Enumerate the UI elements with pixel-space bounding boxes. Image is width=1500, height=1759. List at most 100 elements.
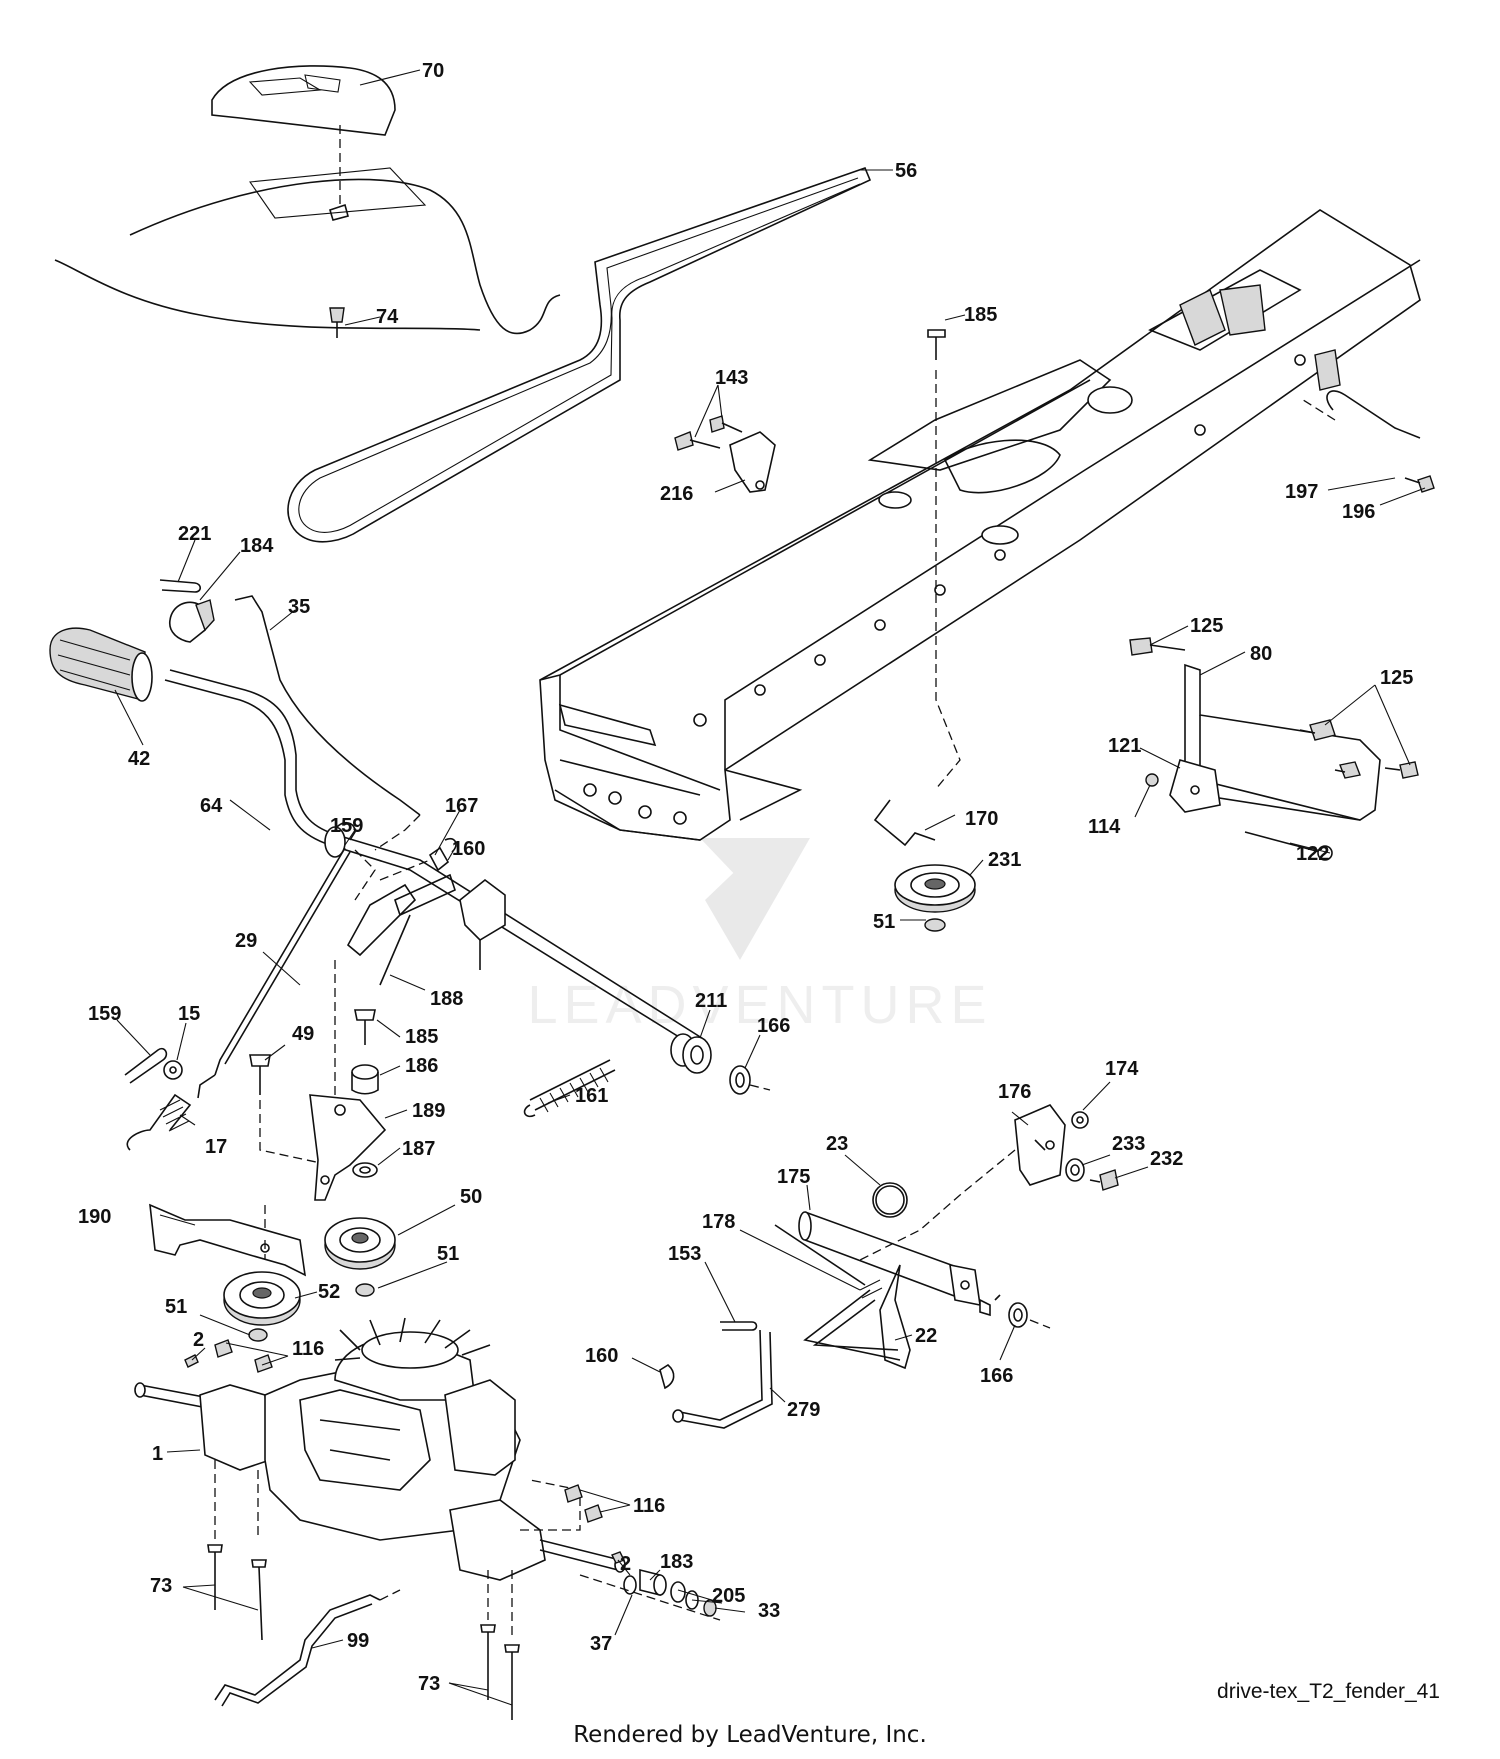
- callout-175: 175: [777, 1166, 810, 1188]
- callout-187: 187: [402, 1138, 435, 1160]
- callout-185-lower: 185: [405, 1026, 438, 1048]
- callout-190: 190: [78, 1206, 111, 1228]
- bushing-211: [670, 1033, 771, 1095]
- callout-183: 183: [660, 1551, 693, 1573]
- callout-22: 22: [915, 1325, 937, 1347]
- callout-37: 37: [590, 1633, 612, 1655]
- plate-189-assembly: [249, 960, 387, 1240]
- callout-1: 1: [152, 1443, 163, 1465]
- callout-2-lower: 2: [620, 1553, 631, 1575]
- callout-50: 50: [460, 1186, 482, 1208]
- pin-159-spring-17: [124, 1047, 192, 1151]
- callout-42: 42: [128, 748, 150, 770]
- callout-74: 74: [376, 306, 399, 328]
- callout-159-left: 159: [88, 1003, 121, 1025]
- pin-221-knob-184: [159, 579, 215, 643]
- callout-185: 185: [964, 304, 997, 326]
- callout-29: 29: [235, 930, 257, 952]
- callout-216: 216: [660, 483, 693, 505]
- lever-64-assembly: [49, 627, 706, 1051]
- callout-99: 99: [347, 1630, 369, 1652]
- idler-assembly-upper: [873, 799, 976, 932]
- shaft-175-assembly: [774, 1211, 1051, 1370]
- callout-125-right: 125: [1380, 667, 1413, 689]
- bolts-73-left: [207, 1460, 267, 1641]
- callout-35: 35: [288, 596, 310, 618]
- drawing-code: drive-tex_T2_fender_41: [1217, 1680, 1440, 1703]
- leader-lines: [114, 69, 1426, 1706]
- callout-160-lower: 160: [585, 1345, 618, 1367]
- callout-70: 70: [422, 60, 444, 82]
- bolt-185-upper: [927, 329, 961, 791]
- axle-hardware: [579, 1551, 721, 1621]
- callout-233: 233: [1112, 1133, 1145, 1155]
- callout-49: 49: [292, 1023, 314, 1045]
- callout-51-mid: 51: [437, 1243, 459, 1265]
- callout-52: 52: [318, 1281, 340, 1303]
- callout-73-lower: 73: [418, 1673, 440, 1695]
- callout-160: 160: [452, 838, 485, 860]
- bracket-176-assembly: [859, 1104, 1119, 1261]
- bolts-73-lower: [480, 1570, 520, 1720]
- callout-170: 170: [965, 808, 998, 830]
- fender-assembly: [54, 65, 561, 338]
- callout-189: 189: [412, 1100, 445, 1122]
- callout-232: 232: [1150, 1148, 1183, 1170]
- drive-belt: [287, 166, 872, 543]
- callout-196: 196: [1342, 501, 1375, 523]
- callout-116-lower: 116: [633, 1495, 665, 1517]
- callout-166-upper: 166: [757, 1015, 790, 1037]
- callout-205: 205: [712, 1585, 745, 1607]
- callout-122: 122: [1296, 843, 1329, 865]
- callout-51-lower: 51: [165, 1296, 187, 1318]
- watermark-text: LEADVENTURE: [527, 975, 992, 1035]
- rod-197: [1299, 390, 1435, 493]
- callout-188: 188: [430, 988, 463, 1010]
- bracket-216: [674, 415, 776, 493]
- callout-56: 56: [895, 160, 917, 182]
- plate-80-assembly: [1129, 637, 1419, 861]
- callout-121: 121: [1108, 735, 1141, 757]
- callout-174: 174: [1105, 1058, 1139, 1080]
- callout-184: 184: [240, 535, 274, 557]
- callout-176: 176: [998, 1081, 1031, 1103]
- callout-labels: 70 56 74 185 143 216 197 196 221 184 35 …: [78, 60, 1413, 1695]
- callout-178: 178: [702, 1211, 735, 1233]
- watermark: LEADVENTURE: [527, 838, 992, 1035]
- chassis-frame: [539, 209, 1421, 841]
- callout-167: 167: [445, 795, 478, 817]
- callout-161: 161: [575, 1085, 608, 1107]
- callout-114: 114: [1088, 816, 1121, 838]
- o-ring-23: [872, 1182, 908, 1218]
- callout-143: 143: [715, 367, 748, 389]
- callout-159: 159: [330, 815, 363, 837]
- render-credit: Rendered by LeadVenture, Inc.: [573, 1722, 927, 1748]
- pulley-50: [324, 1217, 396, 1297]
- callout-211: 211: [695, 990, 727, 1012]
- callout-279: 279: [787, 1399, 820, 1421]
- transaxle-assembly: [134, 1317, 626, 1581]
- callout-73-left: 73: [150, 1575, 172, 1597]
- callout-23: 23: [826, 1133, 848, 1155]
- callout-186: 186: [405, 1055, 438, 1077]
- callout-2-upper: 2: [193, 1329, 204, 1351]
- callout-153: 153: [668, 1243, 701, 1265]
- pulley-52: [223, 1271, 301, 1342]
- callout-221: 221: [178, 523, 211, 545]
- rod-29: [197, 847, 351, 1099]
- callout-64: 64: [200, 795, 223, 817]
- callout-125: 125: [1190, 615, 1223, 637]
- callout-197: 197: [1285, 481, 1318, 503]
- callout-116-upper: 116: [292, 1338, 324, 1360]
- callout-231: 231: [988, 849, 1021, 871]
- callout-51-upper: 51: [873, 911, 895, 933]
- rod-279-assembly: [659, 1321, 773, 1429]
- callout-33: 33: [758, 1600, 780, 1622]
- linkage-cluster: [334, 821, 506, 986]
- callout-15: 15: [178, 1003, 200, 1025]
- callout-166-lower: 166: [980, 1365, 1013, 1387]
- rod-99: [214, 1589, 401, 1707]
- bracket-190: [149, 1203, 307, 1277]
- callout-80: 80: [1250, 643, 1272, 665]
